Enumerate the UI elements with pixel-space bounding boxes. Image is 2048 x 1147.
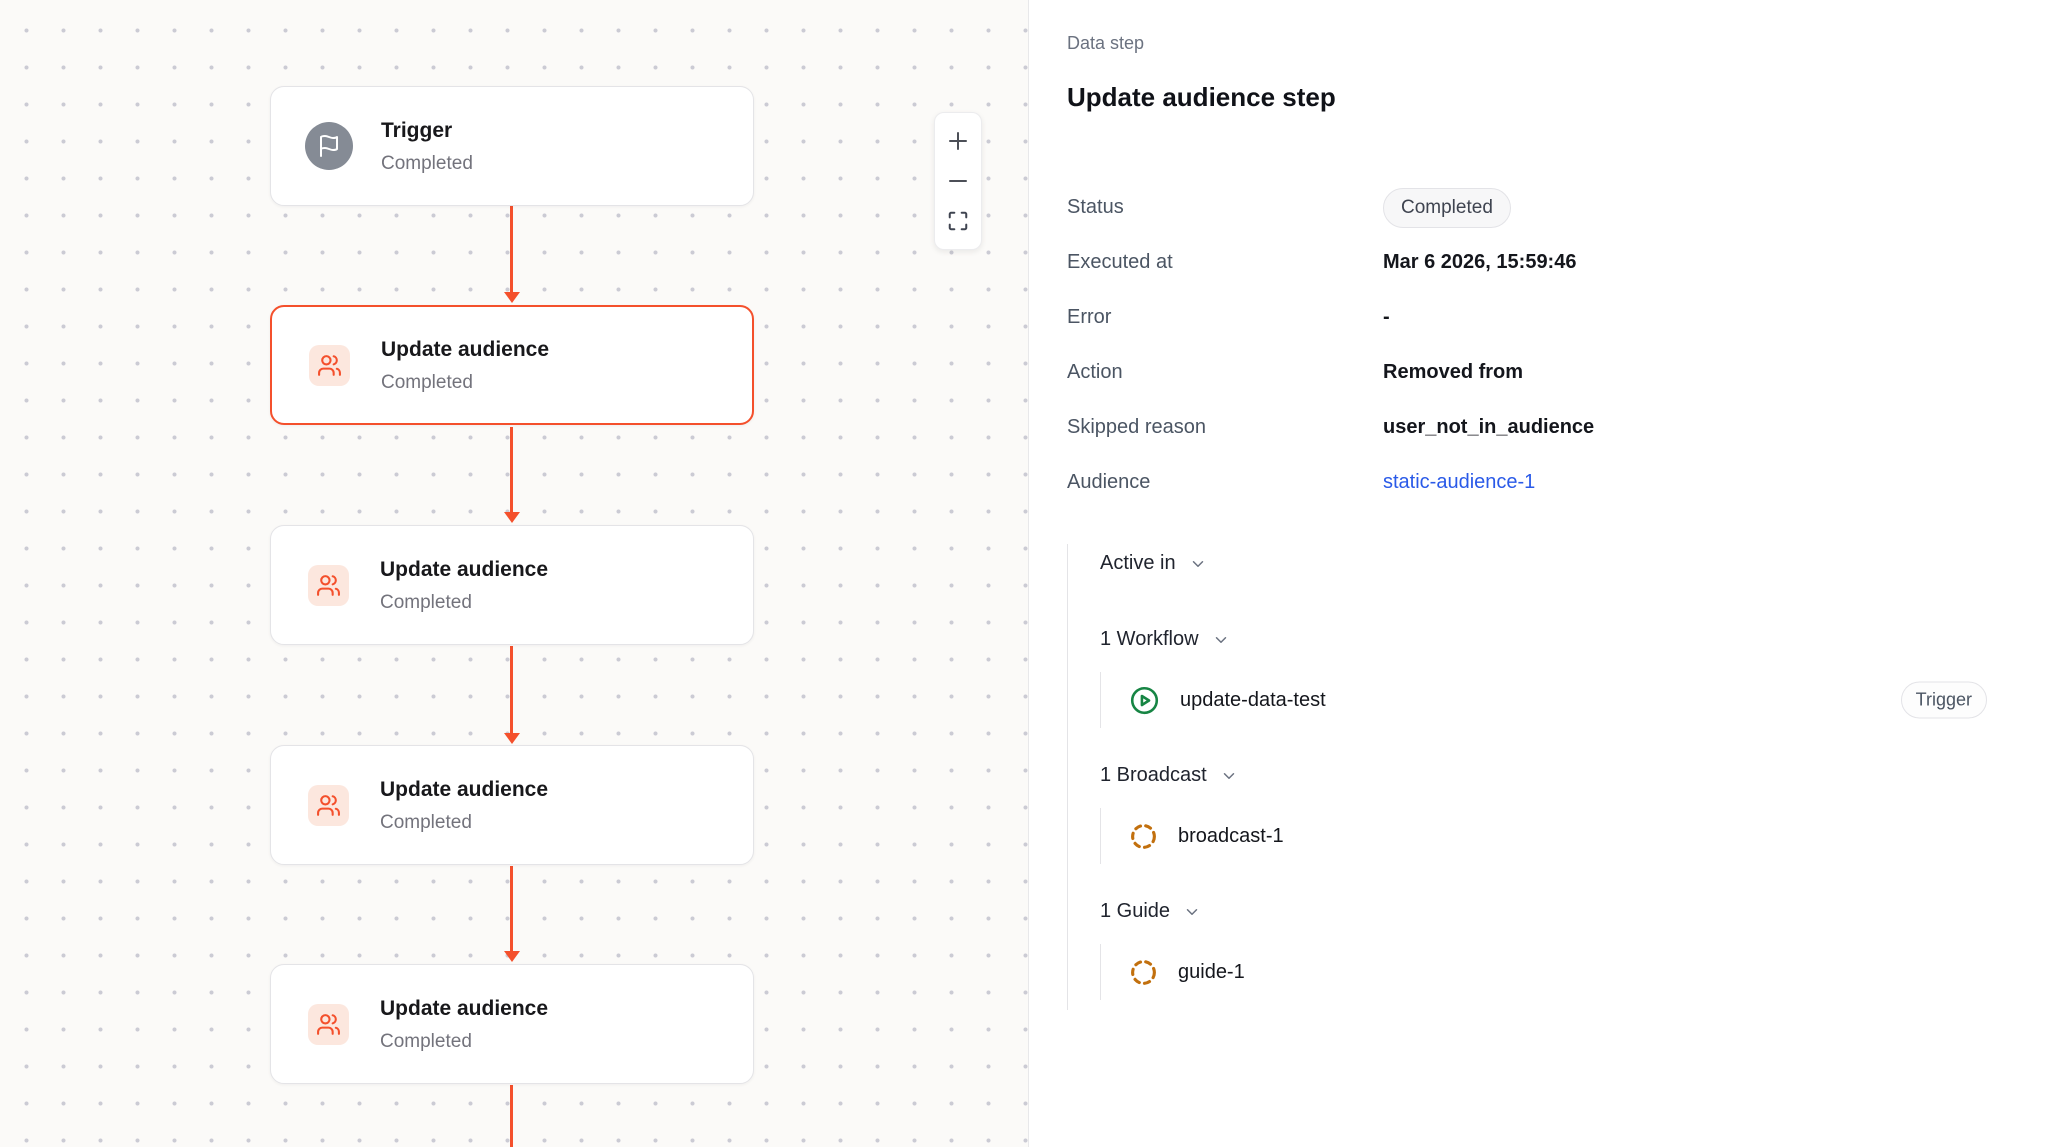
guide-items: guide-1 <box>1100 944 2018 1000</box>
item-name: guide-1 <box>1178 960 1245 983</box>
connector-arrow <box>503 866 520 962</box>
node-text: Update audience Completed <box>381 335 549 396</box>
field-value: - <box>1383 306 1390 328</box>
zoom-controls <box>934 112 982 250</box>
node-title: Update audience <box>380 996 549 1020</box>
node-update-audience-selected[interactable]: Update audience Completed <box>270 305 754 425</box>
node-update-audience[interactable]: Update audience Completed <box>270 525 754 645</box>
node-update-audience[interactable]: Update audience Completed <box>270 964 754 1084</box>
node-text: Update audience Completed <box>380 775 548 836</box>
field-label: Audience <box>1067 471 1151 493</box>
field-value: user_not_in_audience <box>1383 416 1595 438</box>
fit-view-button[interactable] <box>938 202 978 240</box>
dashed-circle-icon <box>1129 958 1158 987</box>
node-status: Completed <box>380 591 472 613</box>
page-title: Update audience step <box>1067 82 1336 112</box>
minus-icon <box>946 169 970 193</box>
field-row-executed-at: Executed at Mar 6 2026, 15:59:46 <box>1067 235 2018 290</box>
field-value: Removed from <box>1383 361 1524 383</box>
broadcast-items: broadcast-1 <box>1100 808 2018 864</box>
trigger-tag: Trigger <box>1900 681 1987 719</box>
field-row-error: Error - <box>1067 290 2018 345</box>
zoom-out-button[interactable] <box>938 162 978 200</box>
node-text: Update audience Completed <box>380 994 548 1055</box>
dashed-circle-icon <box>1129 822 1158 851</box>
field-label: Skipped reason <box>1067 416 1206 438</box>
workflow-canvas[interactable]: Trigger Completed Update audience Comple… <box>0 0 1029 1147</box>
group-toggle-guide[interactable]: 1 Guide <box>1100 892 1201 930</box>
node-status: Completed <box>380 1030 472 1052</box>
item-name: broadcast-1 <box>1178 824 1284 847</box>
node-title: Update audience <box>380 557 549 581</box>
node-status: Completed <box>380 811 472 833</box>
chevron-down-icon <box>1183 903 1201 921</box>
field-label: Action <box>1067 361 1123 383</box>
connector-arrow <box>503 646 520 744</box>
chevron-down-icon <box>1189 555 1207 573</box>
details-panel: Data step Update audience step Status Co… <box>1029 0 2048 1147</box>
active-in-section: Active in 1 Workflow update-data-test Tr… <box>1067 544 2018 1010</box>
group-toggle-broadcast[interactable]: 1 Broadcast <box>1100 756 1238 794</box>
node-title: Update audience <box>380 777 549 801</box>
field-value: Mar 6 2026, 15:59:46 <box>1383 251 1577 273</box>
group-label: 1 Workflow <box>1100 627 1199 650</box>
status-badge: Completed <box>1383 187 1511 228</box>
connector-arrow <box>510 1085 513 1147</box>
flag-icon <box>305 122 353 170</box>
field-row-action: Action Removed from <box>1067 345 2018 400</box>
list-item-broadcast[interactable]: broadcast-1 <box>1101 808 2018 864</box>
list-item-workflow[interactable]: update-data-test Trigger <box>1101 672 2018 728</box>
workflow-items: update-data-test Trigger <box>1100 672 2018 728</box>
group-label: 1 Broadcast <box>1100 763 1207 786</box>
plus-icon <box>946 129 970 153</box>
fit-screen-icon <box>947 210 969 232</box>
node-status: Completed <box>381 152 473 174</box>
play-circle-icon <box>1129 685 1160 716</box>
connector-arrow <box>503 206 520 303</box>
node-title: Trigger <box>381 118 453 142</box>
list-item-guide[interactable]: guide-1 <box>1101 944 2018 1000</box>
field-label: Error <box>1067 306 1112 328</box>
field-row-skipped-reason: Skipped reason user_not_in_audience <box>1067 400 2018 455</box>
group-label: 1 Guide <box>1100 899 1171 922</box>
users-icon <box>308 784 349 826</box>
node-text: Update audience Completed <box>380 555 548 616</box>
active-in-toggle[interactable]: Active in <box>1100 544 1207 582</box>
active-in-label: Active in <box>1100 551 1176 574</box>
field-list: Status Completed Executed at Mar 6 2026,… <box>1067 180 2018 510</box>
field-label: Status <box>1067 196 1124 218</box>
panel-eyebrow: Data step <box>1067 33 1145 53</box>
chevron-down-icon <box>1212 631 1230 649</box>
field-label: Executed at <box>1067 251 1173 273</box>
connector-arrow <box>503 427 520 523</box>
field-row-status: Status Completed <box>1067 180 2018 235</box>
node-status: Completed <box>381 371 473 393</box>
chevron-down-icon <box>1220 767 1238 785</box>
node-update-audience[interactable]: Update audience Completed <box>270 745 754 865</box>
audience-link[interactable]: static-audience-1 <box>1383 471 1536 493</box>
node-title: Update audience <box>381 337 550 361</box>
users-icon <box>308 564 349 606</box>
node-text: Trigger Completed <box>381 116 473 177</box>
users-icon <box>309 344 350 386</box>
group-toggle-workflow[interactable]: 1 Workflow <box>1100 620 1230 658</box>
field-row-audience: Audience static-audience-1 <box>1067 455 2018 510</box>
node-trigger[interactable]: Trigger Completed <box>270 86 754 206</box>
item-name: update-data-test <box>1180 688 1326 711</box>
users-icon <box>308 1003 349 1045</box>
zoom-in-button[interactable] <box>938 122 978 160</box>
